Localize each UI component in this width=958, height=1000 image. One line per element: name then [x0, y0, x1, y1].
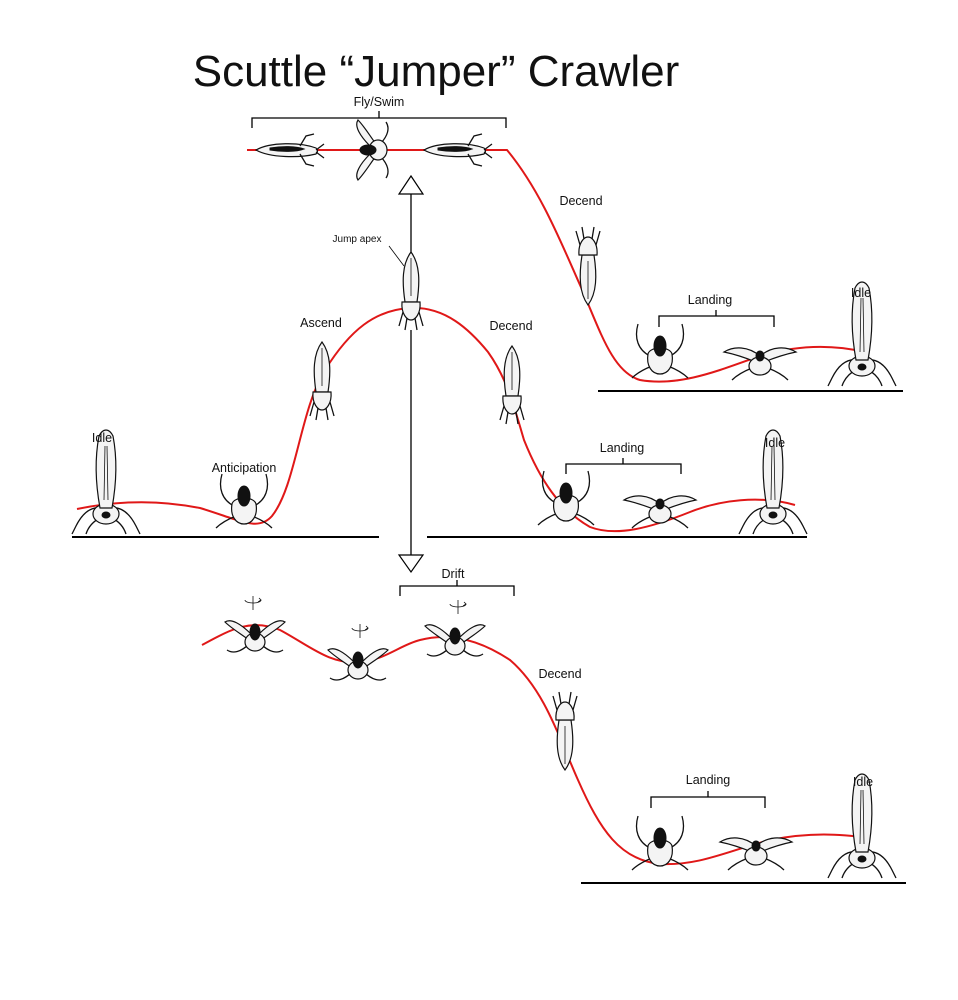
scuttle-crawler-icon — [327, 648, 389, 681]
rotation-arrow-icon — [351, 623, 369, 639]
scuttle-crawler-icon — [827, 773, 897, 879]
rotation-arrow-icon — [449, 599, 467, 615]
scuttle-crawler-icon — [424, 624, 486, 657]
scuttle-crawler-icon — [499, 345, 525, 425]
label-idle-left: Idle — [92, 431, 112, 445]
scuttle-crawler-icon — [356, 119, 389, 181]
scuttle-crawler-icon — [575, 226, 601, 306]
scuttle-crawler-icon — [71, 429, 141, 535]
scuttle-crawler-icon — [631, 323, 689, 379]
bracket-fly-swim — [251, 111, 507, 128]
label-ascend: Ascend — [300, 316, 342, 330]
scuttle-crawler-icon — [631, 815, 689, 871]
label-jump-apex: Jump apex — [333, 234, 382, 245]
scuttle-crawler-icon — [224, 620, 286, 653]
bracket-landing-bottom — [650, 791, 766, 808]
label-anticipation: Anticipation — [212, 461, 277, 475]
triangle-up-arrow-icon — [397, 174, 425, 195]
scuttle-crawler-icon — [623, 495, 697, 529]
bracket-landing-middle — [565, 458, 682, 474]
label-drift: Drift — [442, 567, 465, 581]
triangle-down-arrow-icon — [397, 554, 425, 574]
scuttle-crawler-icon — [255, 133, 325, 167]
motion-path-fly — [247, 149, 866, 383]
scuttle-crawler-icon — [215, 473, 273, 529]
scuttle-crawler-icon — [423, 133, 493, 167]
rotation-arrow-icon — [244, 595, 262, 611]
label-idle-top: Idle — [851, 286, 871, 300]
label-decend-middle: Decend — [489, 319, 532, 333]
bracket-landing-top — [658, 310, 775, 327]
page-title: Scuttle “Jumper” Crawler — [193, 47, 680, 96]
label-decend-bottom: Decend — [538, 667, 581, 681]
scuttle-crawler-icon — [719, 837, 793, 871]
scuttle-crawler-icon — [537, 470, 595, 526]
jump-apex-leader — [388, 245, 405, 267]
label-fly-swim: Fly/Swim — [354, 95, 405, 109]
label-decend-top: Decend — [559, 194, 602, 208]
label-idle-middle: Idle — [765, 436, 785, 450]
label-idle-bottom: Idle — [853, 775, 873, 789]
bracket-drift — [399, 580, 515, 596]
scuttle-crawler-icon — [309, 341, 335, 421]
motion-path-drift — [201, 624, 871, 866]
label-landing-middle: Landing — [600, 441, 645, 455]
label-landing-top: Landing — [688, 293, 733, 307]
label-landing-bottom: Landing — [686, 773, 731, 787]
